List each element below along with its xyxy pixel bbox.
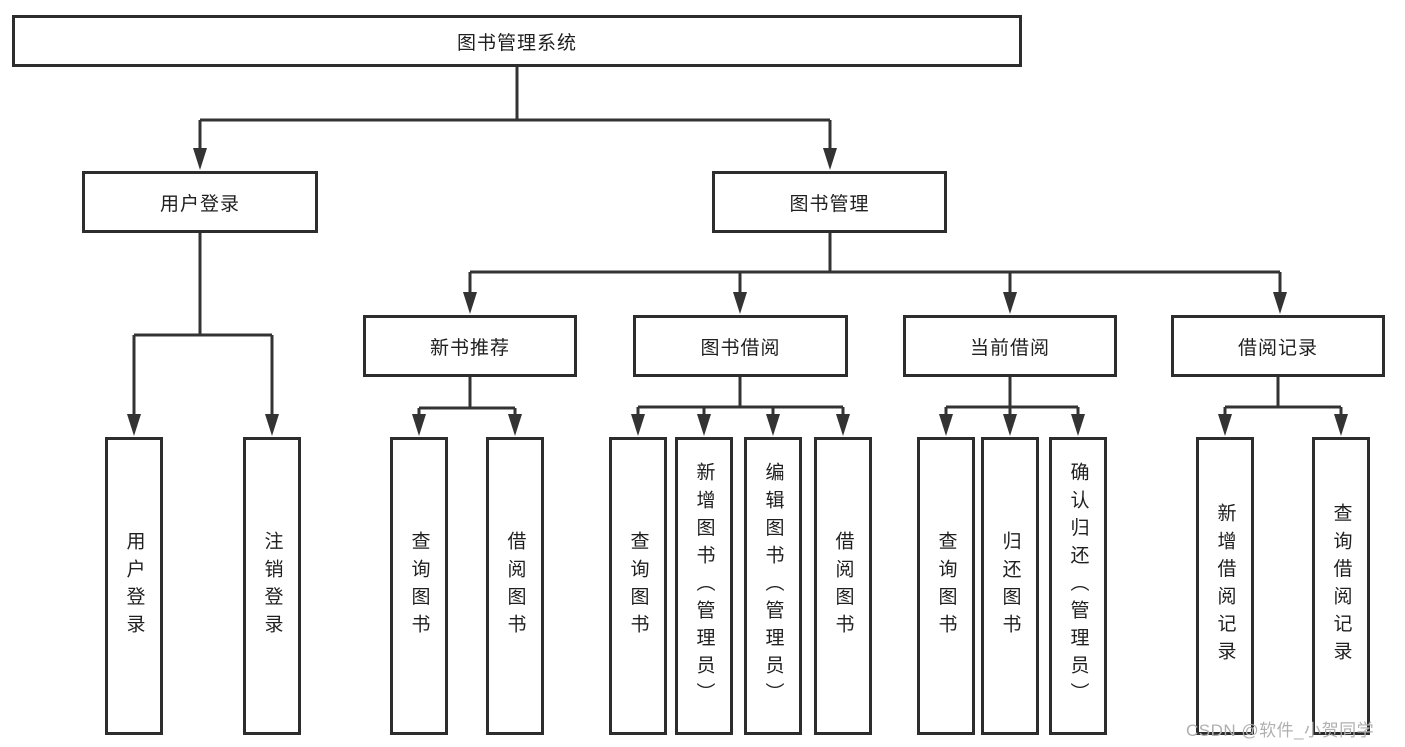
leaf-logout-label: 注销登录 xyxy=(261,530,283,642)
edge-new-book-recommend-split xyxy=(417,377,517,416)
node-current-borrow-label: 当前借阅 xyxy=(969,337,1050,359)
node-borrow-records: 借阅记录 xyxy=(1171,315,1385,377)
leaf-return-books: 归还图书 xyxy=(981,437,1039,735)
leaf-confirm-return-admin: 确认归还（管理员） xyxy=(1049,437,1107,735)
arrow-icon xyxy=(1273,292,1287,314)
leaf-query-books-borrow: 查询图书 xyxy=(609,437,667,735)
leaf-edit-books-admin-label: 编辑图书（管理员） xyxy=(762,462,784,710)
leaf-query-books-recommend-label: 查询图书 xyxy=(408,530,430,642)
node-book-management: 图书管理 xyxy=(712,171,947,233)
arrow-icon xyxy=(1218,414,1232,436)
arrow-icon xyxy=(1071,414,1085,436)
node-user-login: 用户登录 xyxy=(82,171,318,233)
edge-user-login-split xyxy=(132,233,274,416)
leaf-user-login: 用户登录 xyxy=(105,437,163,735)
arrow-icon xyxy=(766,414,780,436)
arrow-icon xyxy=(697,414,711,436)
node-root-label: 图书管理系统 xyxy=(456,32,577,54)
leaf-user-login-label: 用户登录 xyxy=(123,530,145,642)
edge-root-split xyxy=(198,65,832,150)
leaf-borrow-books-borrow-label: 借阅图书 xyxy=(832,530,854,642)
arrow-icon xyxy=(1003,414,1017,436)
node-root: 图书管理系统 xyxy=(12,15,1022,67)
csdn-watermark: CSDN @软件_小贺同学 xyxy=(1186,721,1375,740)
arrow-icon xyxy=(265,414,279,436)
leaf-add-borrow-record-label: 新增借阅记录 xyxy=(1214,503,1236,669)
arrow-icon xyxy=(463,292,477,314)
leaf-edit-books-admin: 编辑图书（管理员） xyxy=(744,437,802,735)
node-book-borrow-label: 图书借阅 xyxy=(700,337,781,359)
node-new-book-recommend-label: 新书推荐 xyxy=(429,337,510,359)
leaf-query-books-current-label: 查询图书 xyxy=(935,530,957,642)
arrow-icon xyxy=(127,414,141,436)
arrow-icon xyxy=(1334,414,1348,436)
node-new-book-recommend: 新书推荐 xyxy=(363,315,577,377)
leaf-add-books-admin: 新增图书（管理员） xyxy=(675,437,733,735)
leaf-logout: 注销登录 xyxy=(243,437,301,735)
leaf-confirm-return-admin-label: 确认归还（管理员） xyxy=(1067,462,1089,710)
node-user-login-label: 用户登录 xyxy=(159,193,240,215)
edge-borrow-records-split xyxy=(1223,377,1343,416)
node-current-borrow: 当前借阅 xyxy=(903,315,1117,377)
edge-current-borrow-split xyxy=(944,377,1080,416)
node-book-borrow: 图书借阅 xyxy=(633,315,848,377)
leaf-query-borrow-record: 查询借阅记录 xyxy=(1312,437,1370,735)
leaf-query-borrow-record-label: 查询借阅记录 xyxy=(1330,503,1352,669)
edge-book-borrow-split xyxy=(636,377,845,416)
leaf-add-borrow-record: 新增借阅记录 xyxy=(1196,437,1254,735)
leaf-return-books-label: 归还图书 xyxy=(999,530,1021,642)
leaf-add-books-admin-label: 新增图书（管理员） xyxy=(693,462,715,710)
leaf-borrow-books-borrow: 借阅图书 xyxy=(814,437,872,735)
leaf-query-books-borrow-label: 查询图书 xyxy=(627,530,649,642)
edge-book-management-split xyxy=(468,232,1282,294)
arrow-icon xyxy=(508,414,522,436)
arrow-icon xyxy=(836,414,850,436)
arrow-icon xyxy=(939,414,953,436)
leaf-borrow-books-recommend: 借阅图书 xyxy=(486,437,544,735)
leaf-query-books-current: 查询图书 xyxy=(917,437,975,735)
arrow-icon xyxy=(631,414,645,436)
leaf-borrow-books-recommend-label: 借阅图书 xyxy=(504,530,526,642)
arrow-icon xyxy=(733,292,747,314)
arrow-icon xyxy=(193,148,207,170)
arrow-icon xyxy=(823,148,837,170)
arrow-icon xyxy=(1003,292,1017,314)
node-book-management-label: 图书管理 xyxy=(789,193,870,215)
arrow-icon xyxy=(412,414,426,436)
leaf-query-books-recommend: 查询图书 xyxy=(390,437,448,735)
node-borrow-records-label: 借阅记录 xyxy=(1237,337,1318,359)
